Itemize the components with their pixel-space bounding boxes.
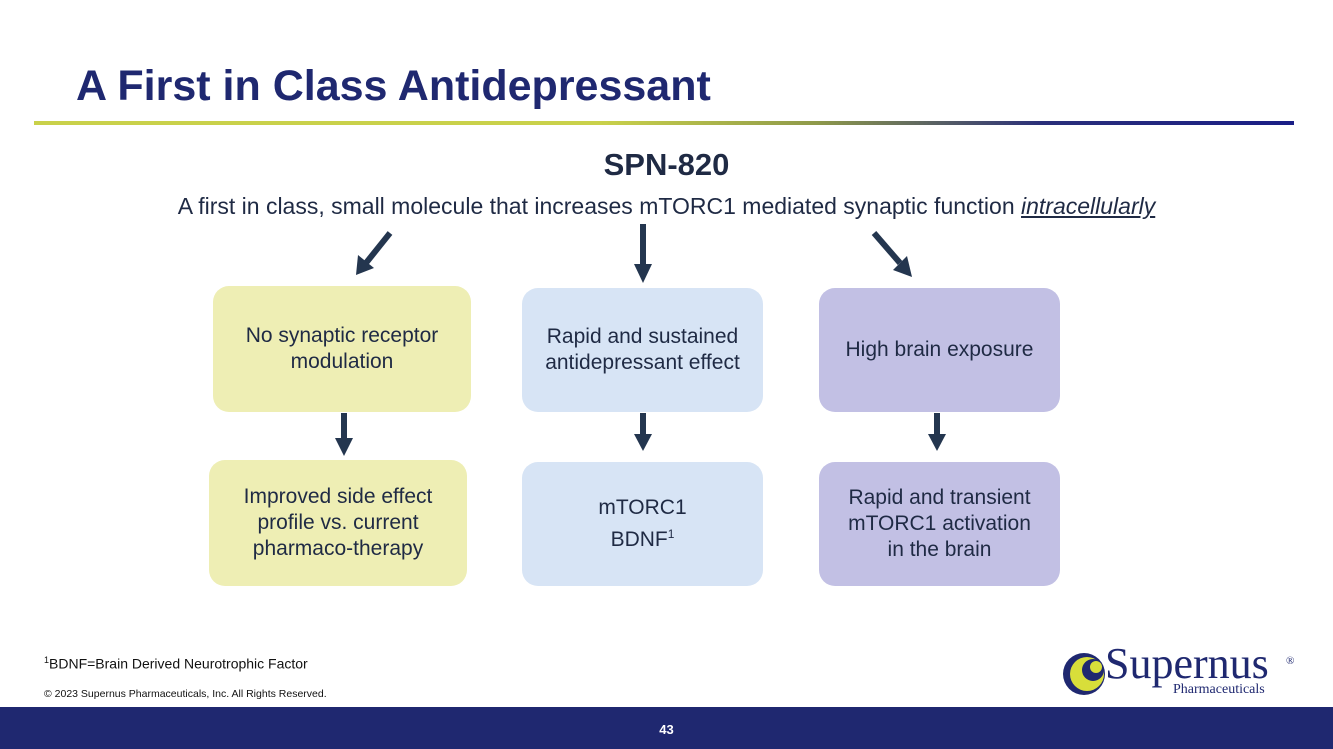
box-line: profile vs. current: [257, 511, 419, 534]
box-line: in the brain: [887, 538, 992, 561]
footnote-marker: 1: [667, 527, 675, 541]
box-line: pharmaco-therapy: [252, 537, 424, 560]
logo-registered-mark: ®: [1286, 655, 1295, 667]
box-rapid-sustained-effect: Rapid and sustained antidepressant effect: [522, 288, 763, 412]
box-high-brain-exposure: High brain exposure: [819, 288, 1060, 412]
logo-subtitle: Pharmaceuticals: [1173, 682, 1265, 697]
description-text: A first in class, small molecule that in…: [177, 193, 1022, 219]
arrow-down-icon: [634, 224, 652, 283]
box-line: High brain exposure: [845, 338, 1034, 361]
box-line: BDNF: [610, 528, 668, 551]
box-improved-side-effect: Improved side effect profile vs. current p…: [209, 460, 467, 586]
arrow-down-left-icon: [356, 231, 393, 275]
description-emphasis: intracellularly: [1021, 193, 1156, 219]
supernus-logo: Supernus ® Pharmaceuticals: [1060, 639, 1300, 702]
box-line: modulation: [290, 350, 394, 373]
box-transient-activation: Rapid and transient mTORC1 activation in t…: [819, 462, 1060, 586]
title-divider: [34, 121, 1294, 125]
supernus-logo-mark-icon: [1063, 653, 1105, 695]
arrow-down-icon: [335, 413, 353, 456]
footnote: 1BDNF=Brain Derived Neurotrophic Factor: [44, 655, 308, 672]
box-line: Rapid and sustained: [546, 325, 739, 348]
arrow-down-icon: [928, 413, 946, 451]
footnote-text: BDNF=Brain Derived Neurotrophic Factor: [49, 655, 308, 672]
box-no-receptor-modulation: No synaptic receptor modulation: [213, 286, 471, 412]
logo-wordmark: Supernus: [1105, 639, 1269, 688]
box-line: No synaptic receptor: [245, 324, 439, 347]
box-line: Rapid and transient: [848, 486, 1031, 509]
box-line: Improved side effect: [243, 485, 433, 508]
slide-title: A First in Class Antidepressant: [76, 62, 711, 110]
box-line: mTORC1 activation: [848, 512, 1031, 535]
copyright: © 2023 Supernus Pharmaceuticals, Inc. Al…: [44, 688, 327, 700]
drug-name: SPN-820: [603, 147, 730, 182]
footnote-sup: 1: [44, 655, 50, 665]
drug-description: A first in class, small molecule that in…: [0, 193, 1333, 220]
arrow-down-icon: [634, 413, 652, 451]
box-line: mTORC1: [598, 496, 687, 519]
footer-bar: [0, 707, 1333, 749]
arrow-down-right-icon: [871, 231, 912, 277]
page-number: 43: [659, 722, 674, 737]
box-line: antidepressant effect: [545, 351, 740, 374]
